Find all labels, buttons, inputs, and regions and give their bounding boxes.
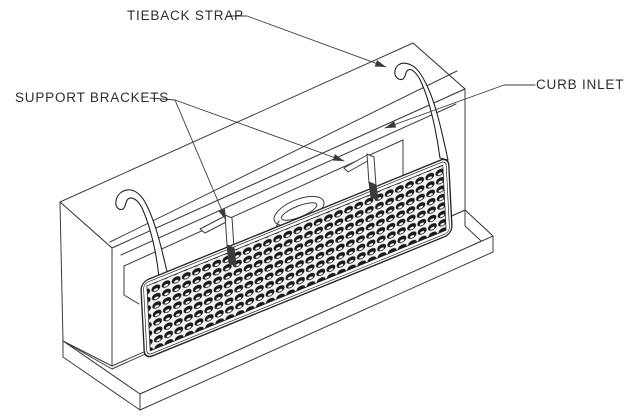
leader-support-bracket-left [174,99,227,221]
label-support-brackets: SUPPORT BRACKETS [15,90,170,105]
curb-chamfer-line [109,70,458,243]
panel-perforations [146,164,447,352]
support-bracket-left [199,214,235,249]
leader-tieback-strap [228,15,387,68]
tieback-strap-right [394,62,449,161]
label-curb-inlet: CURB INLET [536,77,625,92]
tieback-strap-left [115,189,169,278]
center-strap-loop [273,195,325,227]
bracket-clamp-left [226,244,237,267]
label-tieback-strap: TIEBACK STRAP [127,8,244,23]
leader-lines [149,15,536,221]
filter-panel [140,158,453,358]
bracket-clamp-right [368,181,379,201]
leader-curb-inlet [384,84,536,129]
